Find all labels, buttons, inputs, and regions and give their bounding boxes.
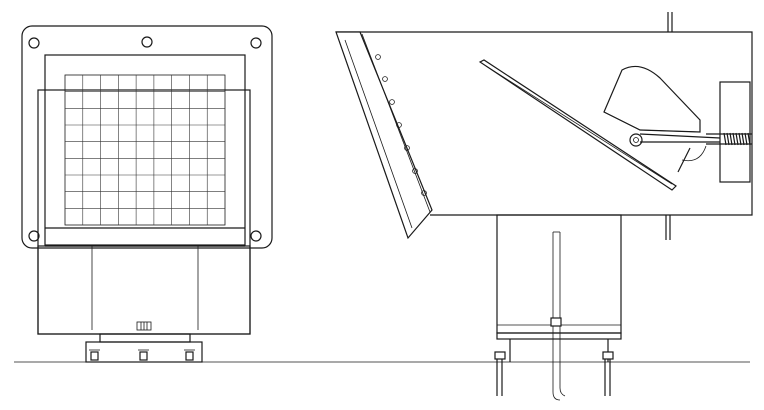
panel-border xyxy=(64,74,226,226)
hole-top-left xyxy=(28,37,40,49)
hole-bottom-right xyxy=(250,230,262,242)
anchor-bolts xyxy=(494,351,614,396)
thread-line xyxy=(732,132,736,146)
base-block-top xyxy=(99,333,191,343)
thread-line xyxy=(738,132,742,146)
thread-line xyxy=(726,132,730,146)
base-plate xyxy=(496,332,622,340)
lamp-housing xyxy=(603,65,701,133)
hole-top-right xyxy=(250,37,262,49)
pivot xyxy=(629,133,643,147)
rear-bracket xyxy=(719,81,751,183)
hole-bottom-left xyxy=(28,230,40,242)
thread-line xyxy=(723,132,727,146)
post xyxy=(496,214,622,334)
thread-line xyxy=(741,132,745,146)
thread-line xyxy=(735,132,739,146)
front-view xyxy=(21,25,273,363)
threaded-rod xyxy=(706,132,752,146)
thread-line xyxy=(744,132,748,146)
thread-line xyxy=(729,132,733,146)
solar-panel-grid xyxy=(65,75,225,225)
hole-top-center xyxy=(141,36,153,48)
housing-frame xyxy=(37,89,251,335)
thread-line xyxy=(747,132,751,146)
base-block xyxy=(85,341,203,363)
side-view xyxy=(335,12,753,401)
base-bolts xyxy=(89,349,195,361)
panel-frame xyxy=(44,54,246,246)
tilted-panel xyxy=(478,59,721,191)
frame-holes xyxy=(375,54,427,196)
mounting-plate xyxy=(21,25,273,249)
angled-frame xyxy=(335,31,433,240)
battery-box xyxy=(37,245,251,335)
